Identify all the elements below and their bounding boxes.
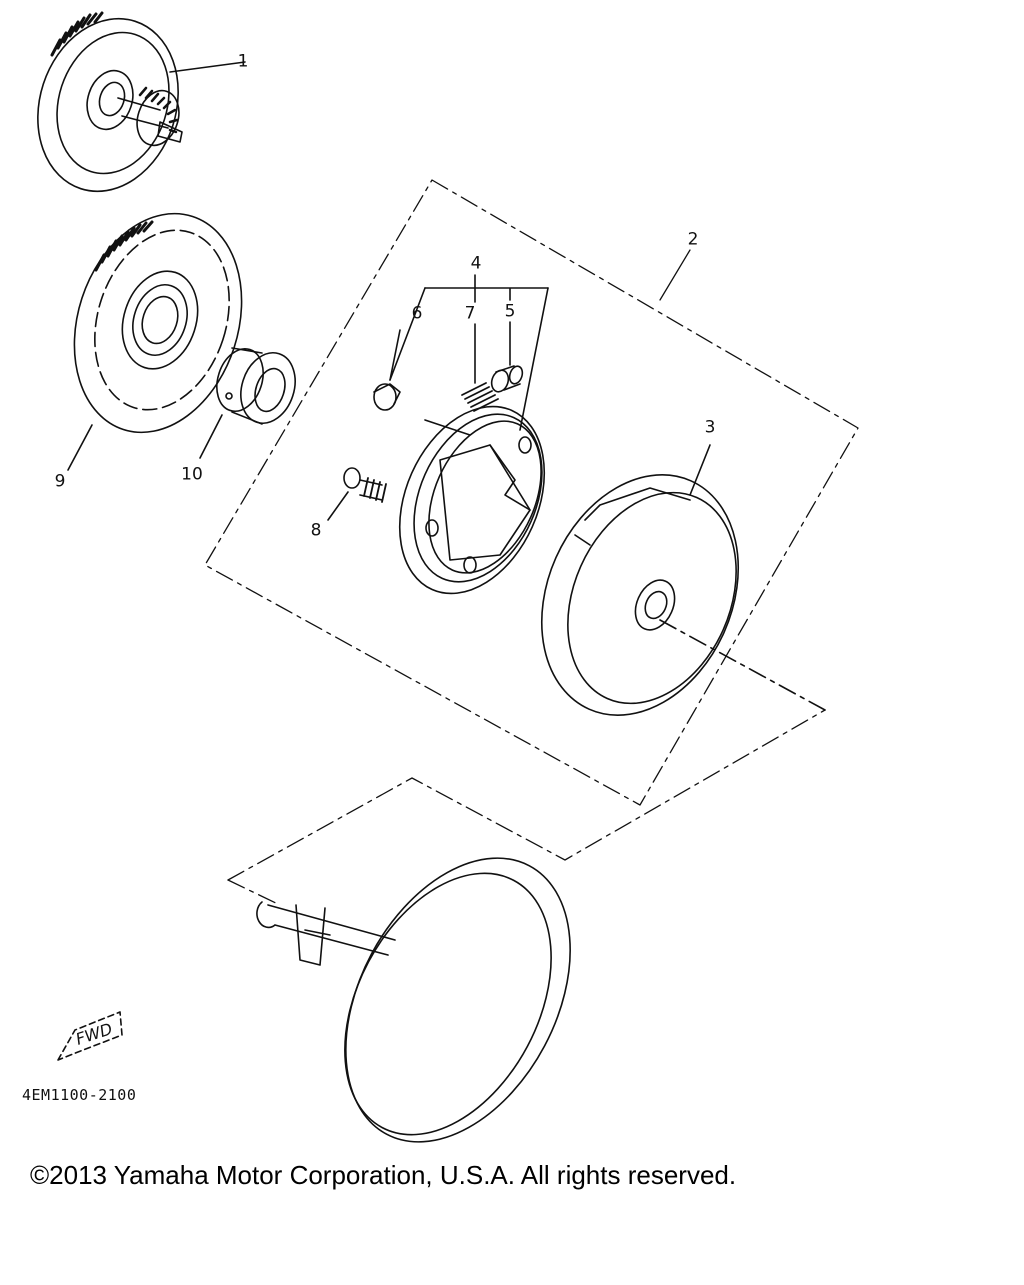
diagram-code: 4EM1100-2100 bbox=[22, 1086, 137, 1104]
part-5-plunger bbox=[490, 321, 524, 393]
part-1-idler-gear bbox=[37, 11, 246, 193]
callout-1: 1 bbox=[237, 51, 249, 72]
callout-6: 6 bbox=[411, 303, 423, 324]
part-9-large-gear bbox=[67, 212, 243, 471]
part-3-clutch-outer bbox=[540, 444, 826, 716]
part-10-collar bbox=[199, 347, 296, 459]
fwd-label: FWD bbox=[73, 1019, 114, 1049]
part-6-roller bbox=[373, 329, 401, 411]
callout-2: 2 bbox=[687, 229, 699, 250]
part-2-assembly-boundary bbox=[204, 179, 859, 806]
callout-8: 8 bbox=[310, 520, 322, 541]
crankshaft-rotor bbox=[256, 857, 571, 1143]
callout-5: 5 bbox=[504, 301, 516, 322]
callout-7: 7 bbox=[464, 303, 476, 324]
alignment-lines bbox=[227, 709, 826, 906]
callout-3: 3 bbox=[704, 417, 716, 438]
callout-9: 9 bbox=[54, 471, 66, 492]
part-4-starter-clutch-body bbox=[398, 405, 546, 595]
fwd-direction-marker: FWD bbox=[57, 1011, 123, 1061]
copyright-notice: ©2013 Yamaha Motor Corporation, U.S.A. A… bbox=[30, 1160, 737, 1190]
callout-10: 10 bbox=[181, 464, 203, 485]
part-7-spring bbox=[461, 323, 499, 412]
part-8-bolt bbox=[327, 467, 387, 521]
part-4-bracket bbox=[389, 274, 549, 436]
callout-4: 4 bbox=[470, 253, 482, 274]
